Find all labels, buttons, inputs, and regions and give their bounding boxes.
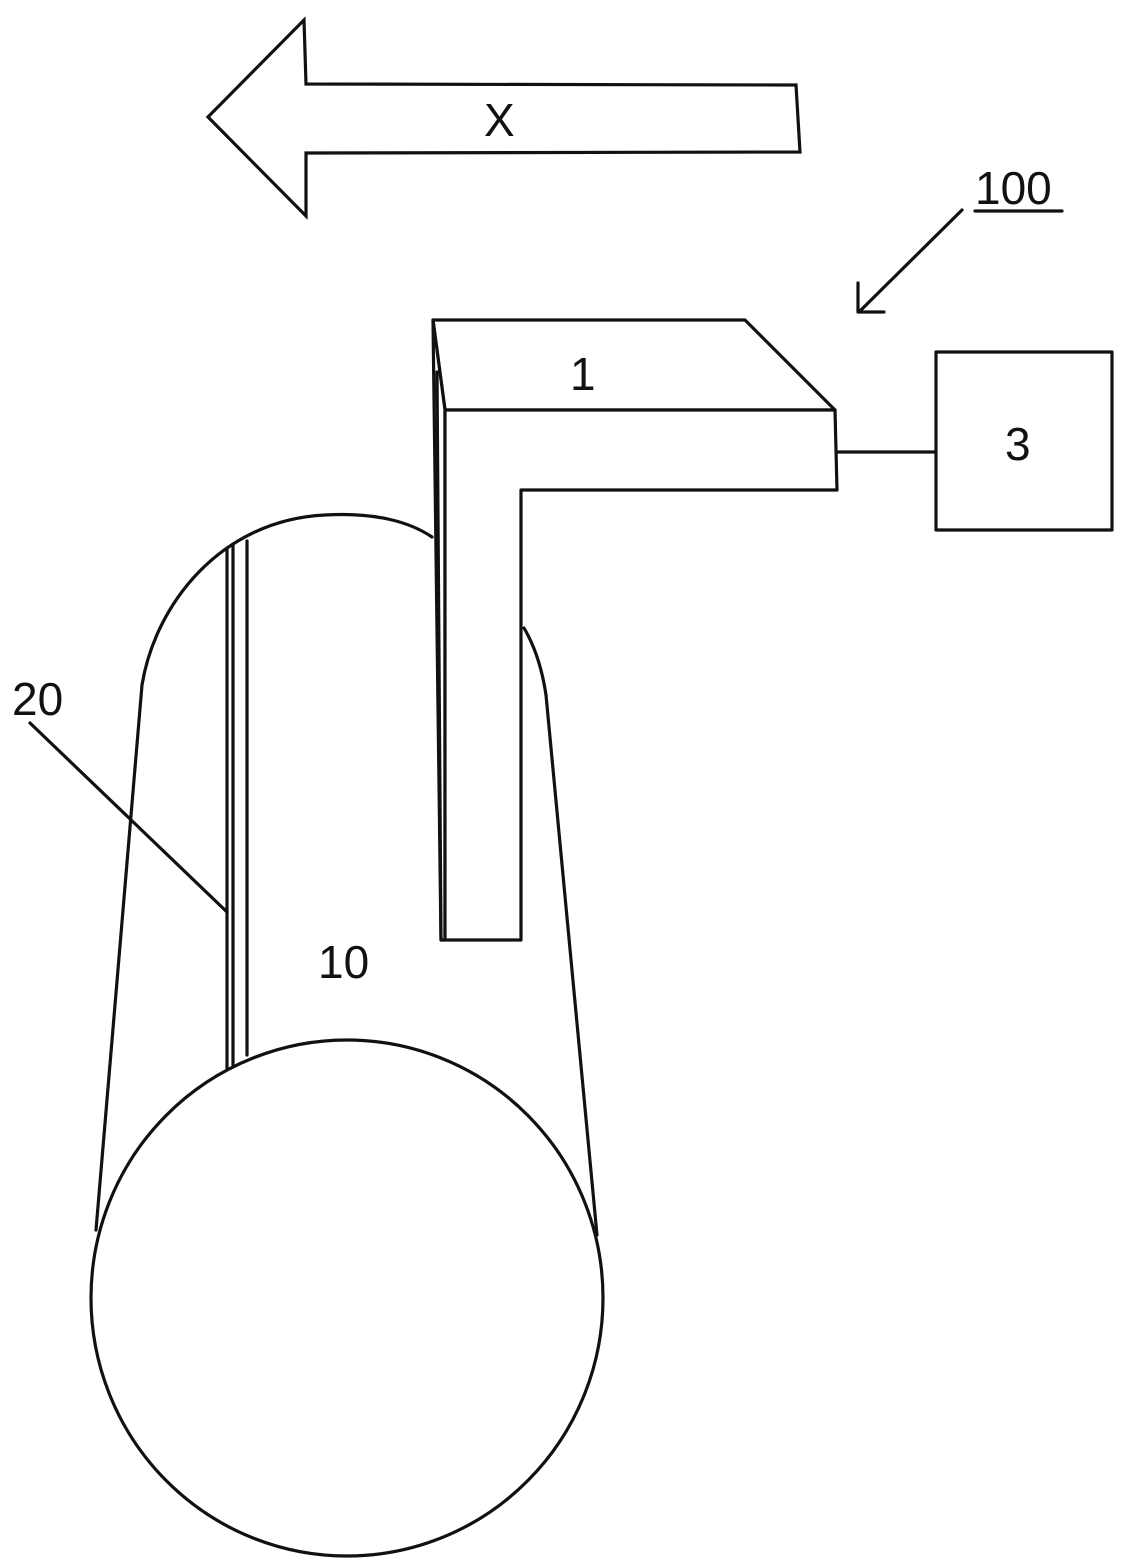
pipe-far-end-arc — [142, 514, 432, 685]
l-member-label: 1 — [570, 348, 596, 400]
stripe-label: 20 — [12, 673, 63, 725]
pipe-near-end-face — [91, 1040, 603, 1556]
pipe — [91, 514, 603, 1556]
l-member-front-face — [445, 410, 837, 940]
direction-arrow: X — [208, 20, 800, 216]
l-member-top-face — [433, 320, 835, 410]
device-leader-line — [860, 210, 962, 311]
direction-arrow-label: X — [484, 94, 515, 146]
pipe-label: 10 — [318, 936, 369, 988]
stripe — [227, 541, 247, 1068]
stripe-reference: 20 — [12, 673, 227, 912]
pipe-right-upper-edge — [524, 628, 546, 695]
l-member: 1 — [433, 320, 837, 940]
stripe-leader-line — [30, 723, 227, 912]
device-reference: 100 — [858, 162, 1062, 312]
pipe-right-side — [546, 695, 597, 1235]
unit-label: 3 — [1005, 418, 1031, 470]
pipe-left-side — [96, 685, 142, 1230]
unit: 3 — [837, 352, 1112, 530]
device-reference-label: 100 — [975, 162, 1052, 214]
